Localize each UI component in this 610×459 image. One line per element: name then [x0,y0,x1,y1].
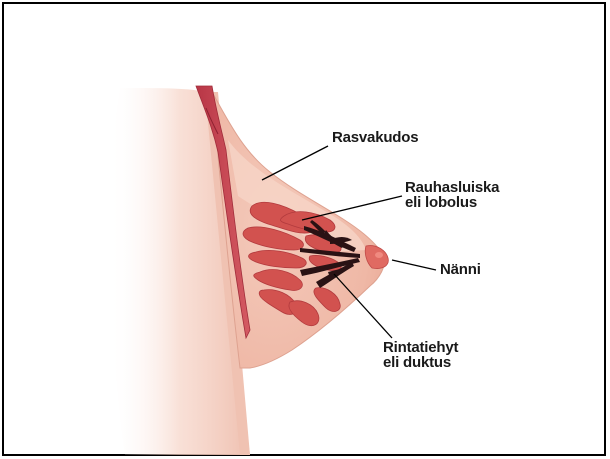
label-rasvakudos-text: Rasvakudos [332,130,418,145]
label-rasvakudos: Rasvakudos [332,130,418,145]
label-duktus: Rintatiehyt eli duktus [383,340,458,370]
label-lobolus: Rauhasluiska eli lobolus [405,180,499,210]
label-duktus-line2: eli duktus [383,355,458,370]
label-nanni-text: Nänni [440,262,481,277]
label-lobolus-line1: Rauhasluiska [405,180,499,195]
leader-line-rasvakudos [262,146,328,180]
label-duktus-line1: Rintatiehyt [383,340,458,355]
label-lobolus-line2: eli lobolus [405,195,499,210]
leader-line-nanni [392,260,436,270]
label-nanni: Nänni [440,262,481,277]
